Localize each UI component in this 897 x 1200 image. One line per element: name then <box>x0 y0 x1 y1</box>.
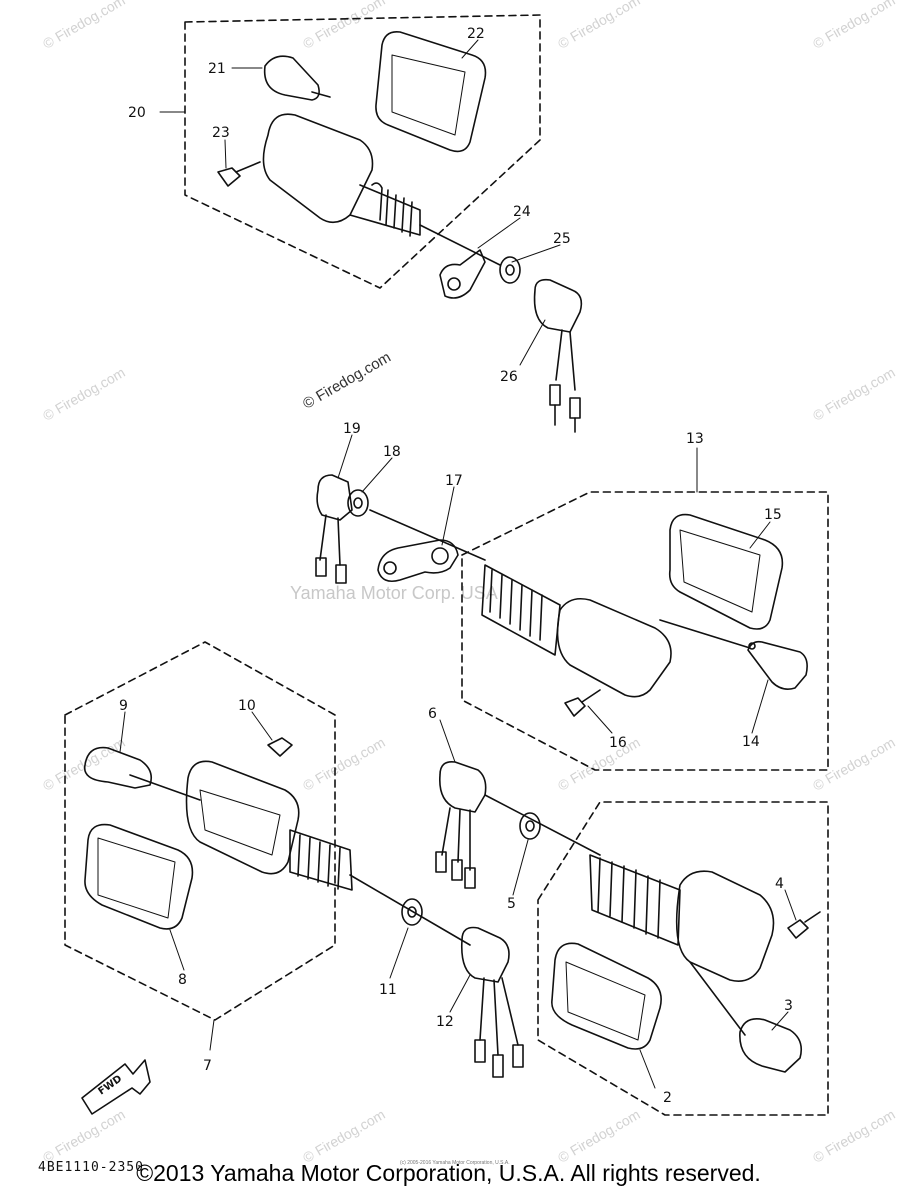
part-number-4[interactable]: 4 <box>775 876 784 892</box>
fine-print: (c) 2005-2016 Yamaha Motor Corporation, … <box>400 1160 510 1166</box>
diagram-code: 4BE1110-2350 <box>38 1160 144 1175</box>
part-number-17[interactable]: 17 <box>445 473 463 489</box>
part-number-14[interactable]: 14 <box>742 734 760 750</box>
socket-19 <box>315 474 353 584</box>
part-number-13[interactable]: 13 <box>686 431 704 447</box>
watermark-center: Yamaha Motor Corp. USA <box>290 583 498 603</box>
copyright-notice: ©2013 Yamaha Motor Corporation, U.S.A. A… <box>136 1160 761 1186</box>
part-number-25[interactable]: 25 <box>553 231 571 247</box>
fwd-label: FWD <box>96 1073 124 1097</box>
part-numbers: 20 21 22 23 24 25 26 19 18 17 13 15 14 1… <box>96 26 793 1106</box>
part-number-24[interactable]: 24 <box>513 204 531 220</box>
grommet-5 <box>484 794 601 856</box>
part-number-16[interactable]: 16 <box>609 735 627 751</box>
part-number-19[interactable]: 19 <box>343 421 361 437</box>
part-number-18[interactable]: 18 <box>383 444 401 460</box>
flasher-assembly-20 <box>184 14 541 289</box>
bracket-24 <box>439 249 486 299</box>
flasher-assembly-13 <box>461 491 829 771</box>
part-number-9[interactable]: 9 <box>119 698 128 714</box>
part-number-7[interactable]: 7 <box>203 1058 212 1074</box>
part-number-23[interactable]: 23 <box>212 125 230 141</box>
socket-26 <box>533 278 583 433</box>
grommet-18 <box>347 489 369 517</box>
bracket-17 <box>369 509 486 583</box>
socket-6 <box>435 760 487 889</box>
flasher-assembly-lower-right <box>537 801 829 1116</box>
socket-12 <box>460 926 524 1078</box>
flasher-assembly-7 <box>64 641 353 1021</box>
part-number-8[interactable]: 8 <box>178 972 187 988</box>
part-number-12[interactable]: 12 <box>436 1014 454 1030</box>
fwd-arrow <box>81 1059 151 1115</box>
leader-lines <box>119 39 797 1089</box>
part-number-22[interactable]: 22 <box>467 26 485 42</box>
grommet-11 <box>349 874 471 946</box>
part-number-20[interactable]: 20 <box>128 105 146 121</box>
part-number-26[interactable]: 26 <box>500 369 518 385</box>
part-number-6[interactable]: 6 <box>428 706 437 722</box>
part-number-10[interactable]: 10 <box>238 698 256 714</box>
part-number-21[interactable]: 21 <box>208 61 226 77</box>
part-number-2[interactable]: 2 <box>663 1090 672 1106</box>
grommet-25 <box>499 256 521 284</box>
part-number-3[interactable]: 3 <box>784 998 793 1014</box>
part-number-15[interactable]: 15 <box>764 507 782 523</box>
part-number-5[interactable]: 5 <box>507 896 516 912</box>
part-number-11[interactable]: 11 <box>379 982 397 998</box>
